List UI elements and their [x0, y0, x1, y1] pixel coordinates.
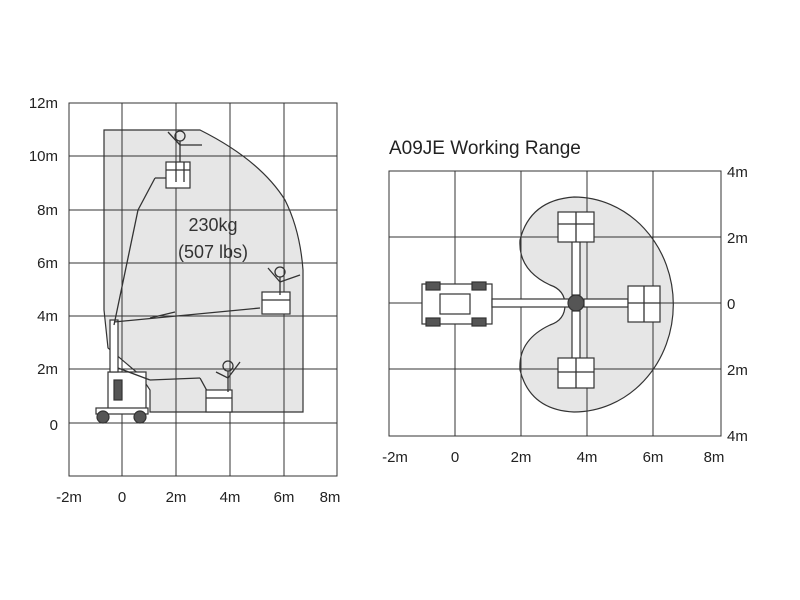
top-y-tick: 4m — [727, 164, 748, 181]
top-y-tick: 2m — [727, 362, 748, 379]
side-y-tick: 12m — [29, 95, 58, 112]
top-y-tick: 4m — [727, 428, 748, 445]
top-x-tick: 2m — [511, 449, 532, 466]
top-x-tick: 8m — [704, 449, 725, 466]
side-x-tick: -2m — [56, 489, 82, 506]
top-x-tick: 0 — [451, 449, 459, 466]
top-view-chart: A09JE Working Range — [382, 138, 748, 466]
side-x-tick: 6m — [274, 489, 295, 506]
side-machine — [95, 130, 301, 424]
top-machine — [421, 211, 661, 389]
top-y-tick: 0 — [727, 296, 735, 313]
side-y-tick: 0 — [50, 417, 58, 434]
side-view-chart: 230kg (507 lbs) 12m 10m 8m 6m 4m 2m 0 -2… — [29, 95, 341, 506]
side-working-envelope — [103, 129, 304, 413]
side-y-tick: 10m — [29, 148, 58, 165]
side-x-tick: 4m — [220, 489, 241, 506]
side-y-tick: 4m — [37, 308, 58, 325]
side-x-tick: 0 — [118, 489, 126, 506]
side-y-tick: 8m — [37, 202, 58, 219]
top-x-tick: -2m — [382, 449, 408, 466]
top-x-tick: 6m — [643, 449, 664, 466]
side-x-tick: 8m — [320, 489, 341, 506]
top-x-tick: 4m — [577, 449, 598, 466]
side-x-tick: 2m — [166, 489, 187, 506]
side-y-tick: 2m — [37, 361, 58, 378]
capacity-kg-label: 230kg — [188, 215, 237, 235]
top-view-title: A09JE Working Range — [389, 138, 581, 159]
side-y-tick: 6m — [37, 255, 58, 272]
top-y-tick: 2m — [727, 230, 748, 247]
capacity-lbs-label: (507 lbs) — [178, 242, 248, 262]
